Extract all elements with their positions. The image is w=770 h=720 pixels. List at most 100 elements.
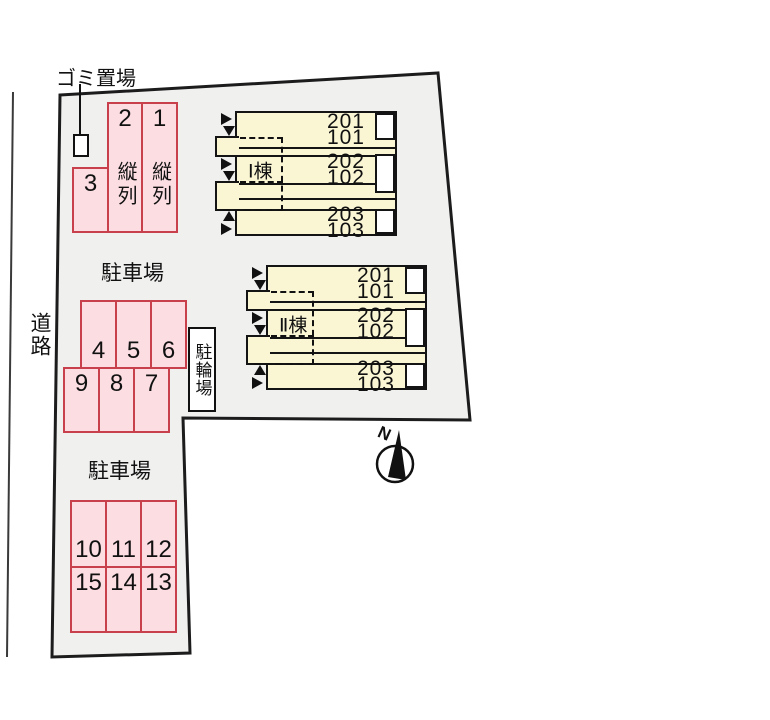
walkway-dashed-line: [240, 181, 283, 183]
room-numbers: 202 102: [356, 304, 395, 343]
parking-space-8: 8: [98, 367, 135, 433]
space-number: 9: [74, 370, 89, 397]
parking-space-10: 10: [70, 500, 107, 568]
balcony-box: [375, 113, 395, 140]
space-number: 5: [126, 337, 141, 364]
corridor-strip: [237, 183, 395, 211]
tandem-note: 縦列: [148, 161, 171, 209]
walkway-dashed-line: [271, 291, 314, 293]
compass-needle: [388, 430, 406, 480]
room-number-upper: 201: [326, 110, 365, 133]
parking-space-13: 13: [140, 566, 177, 633]
room-numbers: 203 103: [356, 356, 395, 396]
space-number: 8: [109, 370, 124, 397]
space-number: 12: [145, 536, 172, 563]
parking-space-1: 1 縦列: [141, 102, 178, 233]
entrance-arrow-icon: [221, 223, 232, 235]
corridor-strip: [268, 301, 425, 311]
parking-space-4: 4: [80, 300, 117, 369]
walkway-dashed-line: [281, 137, 283, 211]
building-1: 201 101 Ⅰ棟 202 102 203 103: [215, 110, 397, 241]
balcony-box: [375, 154, 395, 193]
unit-row: 201 101: [268, 264, 425, 303]
room-number-lower: 102: [356, 320, 395, 343]
unit-row: 203 103: [237, 204, 395, 241]
walkway-dashed-line: [271, 335, 314, 337]
balcony-box: [405, 267, 425, 294]
parking-space-11: 11: [105, 500, 142, 568]
entrance-arrow-icon: [221, 158, 232, 170]
parking-space-6: 6: [150, 300, 187, 369]
building-2: 201 101 Ⅱ棟 202 102 203 103: [246, 264, 427, 395]
room-number-lower: 101: [356, 280, 395, 303]
room-number-lower: 103: [356, 372, 395, 396]
room-number-upper: 202: [356, 304, 395, 327]
parking-space-15: 15: [70, 566, 107, 633]
room-number-upper: 202: [326, 150, 365, 173]
garbage-area-label: ゴミ置場: [56, 68, 136, 90]
parking-space-12: 12: [140, 500, 177, 568]
space-number: 6: [161, 337, 176, 364]
entrance-arrow-icon: [252, 312, 263, 324]
unit-row: 201 101: [237, 110, 395, 149]
room-number-lower: 103: [326, 218, 365, 242]
room-numbers: 203 103: [326, 202, 365, 242]
space-number: 13: [145, 569, 172, 596]
unit-row: Ⅰ棟 202 102: [237, 150, 395, 189]
space-number: 4: [91, 337, 106, 364]
balcony-box: [405, 363, 425, 388]
space-number: 7: [144, 370, 159, 397]
road-edge-line: [6, 91, 14, 658]
stair-landing: [246, 290, 270, 311]
room-number-upper: 201: [356, 264, 395, 287]
building-2-name: Ⅱ棟: [279, 315, 308, 337]
entrance-arrow-icon: [254, 365, 266, 375]
building-1-name: Ⅰ棟: [248, 161, 273, 183]
corridor-divider-line: [237, 185, 395, 200]
corridor-strip: [268, 337, 425, 365]
entrance-arrow-icon: [221, 113, 232, 125]
stair-landing: [215, 181, 239, 211]
parking-space-9: 9: [63, 367, 100, 433]
upper-parking-lot-label: 駐車場: [101, 262, 164, 285]
building-1-body: 201 101 Ⅰ棟 202 102 203 103: [235, 110, 397, 241]
room-number-lower: 101: [326, 126, 365, 149]
entrance-arrow-icon: [254, 325, 266, 335]
unit-row: 203 103: [268, 358, 425, 395]
entrance-arrow-icon: [223, 171, 235, 181]
tandem-note: 縦列: [114, 161, 136, 209]
walkway-dashed-line: [240, 137, 283, 139]
road-label: 道路: [28, 312, 51, 358]
space-number: 3: [83, 170, 98, 197]
garbage-box: [73, 134, 89, 157]
room-number-lower: 102: [326, 166, 365, 189]
space-number: 11: [111, 536, 136, 563]
walkway-dashed-line: [312, 291, 314, 365]
room-number-upper: 203: [356, 356, 395, 380]
space-number: 15: [75, 569, 102, 596]
parking-space-3: 3: [72, 167, 109, 233]
space-number: 14: [110, 569, 137, 596]
entrance-arrow-icon: [223, 126, 235, 136]
bicycle-parking-label: 駐輪場: [192, 342, 212, 397]
room-numbers: 201 101: [356, 264, 395, 303]
building-2-body: 201 101 Ⅱ棟 202 102 203 103: [266, 264, 427, 395]
entrance-arrow-icon: [254, 280, 266, 290]
corridor-divider-line: [268, 339, 425, 354]
walkway-dashed-line: [254, 363, 314, 365]
balcony-box: [375, 209, 395, 234]
walkway-dashed-line: [223, 209, 283, 211]
stair-landing: [215, 136, 239, 157]
entrance-arrow-icon: [223, 211, 235, 221]
space-number: 10: [75, 536, 102, 563]
entrance-arrow-icon: [252, 377, 263, 389]
parking-space-5: 5: [115, 300, 152, 369]
room-numbers: 201 101: [326, 110, 365, 149]
room-number-upper: 203: [326, 202, 365, 226]
stair-landing: [246, 335, 270, 365]
room-numbers: 202 102: [326, 150, 365, 189]
lower-parking-lot-label: 駐車場: [88, 460, 151, 483]
parking-space-2: 2 縦列: [107, 102, 143, 233]
balcony-box: [405, 308, 425, 347]
